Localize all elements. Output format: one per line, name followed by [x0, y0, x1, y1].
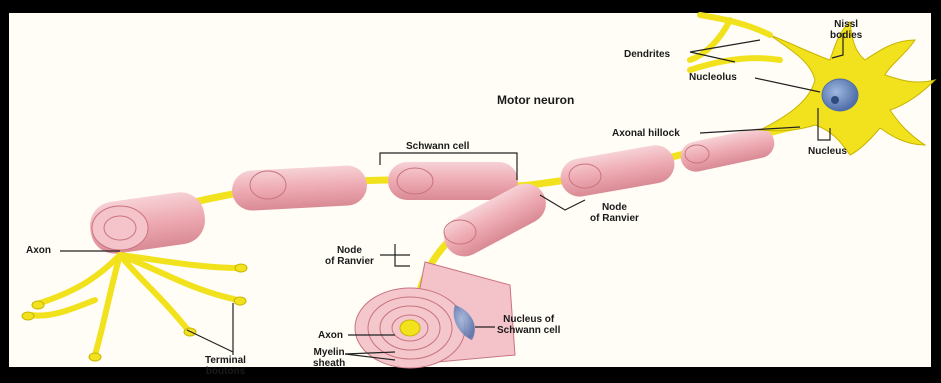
label-myelin-line2: sheath — [313, 358, 345, 369]
label-nucleolus: Nucleolus — [689, 72, 737, 83]
label-nucleus: Nucleus — [808, 146, 847, 157]
label-myelin-sheath: Myelin sheath — [313, 347, 345, 369]
label-axon-cross: Axon — [318, 330, 343, 341]
diagram-title: Motor neuron — [497, 95, 574, 106]
myelin-segment-3 — [388, 162, 518, 200]
label-axon-left: Axon — [26, 245, 51, 256]
label-nissl-line2: bodies — [830, 30, 862, 41]
label-nucleus-schwann-line2: Schwann cell — [497, 325, 560, 336]
label-node-ranvier-left: Node of Ranvier — [325, 245, 374, 267]
label-terminal-boutons: Terminal boutons — [205, 355, 246, 377]
label-node-ranvier-right: Node of Ranvier — [590, 202, 639, 224]
label-nissl-line1: Nissl — [830, 19, 862, 30]
label-schwann-cell: Schwann cell — [406, 141, 469, 152]
label-node-left-line1: Node — [325, 245, 374, 256]
label-myelin-line1: Myelin — [313, 347, 345, 358]
label-axonal-hillock: Axonal hillock — [612, 128, 680, 139]
label-node-left-line2: of Ranvier — [325, 256, 374, 267]
label-node-right-line2: of Ranvier — [590, 213, 639, 224]
label-nissl-bodies: Nissl bodies — [830, 19, 862, 41]
label-nucleus-of-schwann: Nucleus of Schwann cell — [497, 314, 560, 336]
label-terminal-line2: boutons — [205, 366, 246, 377]
myelin-segment-2 — [231, 165, 368, 212]
label-dendrites: Dendrites — [624, 49, 670, 60]
label-node-right-line1: Node — [590, 202, 639, 213]
label-terminal-line1: Terminal — [205, 355, 246, 366]
label-nucleus-schwann-line1: Nucleus of — [497, 314, 560, 325]
